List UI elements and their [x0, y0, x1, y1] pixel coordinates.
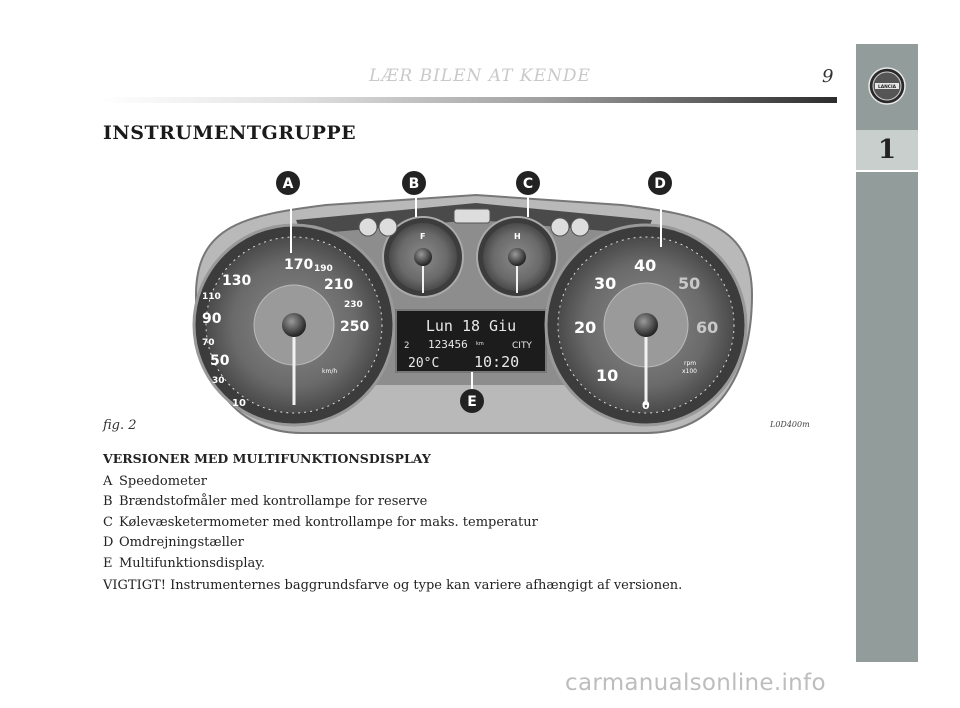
display-time: 10:20	[474, 353, 519, 371]
display-date: Lun 18 Giu	[426, 317, 516, 335]
tachometer-tick: 60	[696, 318, 718, 337]
list-item: A Speedometer	[103, 472, 843, 493]
display-temperature: 20°C	[408, 356, 439, 371]
tachometer-unit: rpm	[684, 360, 696, 367]
important-note: VIGTIGT! Instrumenternes baggrundsfarve …	[103, 578, 683, 593]
lancia-logo: LANCIA	[856, 44, 918, 128]
speedometer-tick: 250	[340, 319, 369, 335]
speedometer-tick: 190	[314, 264, 333, 274]
tachometer-tick: 20	[574, 318, 596, 337]
turn-signal-icon	[453, 208, 491, 224]
speedometer-tick: 130	[222, 273, 251, 289]
svg-text:A: A	[283, 176, 294, 192]
tachometer-tick: 0	[642, 399, 650, 412]
display-odometer: 123456	[428, 338, 468, 351]
callout-c: C	[516, 171, 540, 195]
list-text: Kølevæsketermometer med kontrollampe for…	[119, 514, 538, 530]
list-letter: A	[103, 473, 113, 489]
lancia-logo-icon: LANCIA	[868, 67, 906, 105]
chapter-number: 1	[856, 130, 918, 172]
list-text: Speedometer	[119, 473, 207, 489]
speedometer-tick: 70	[202, 338, 215, 348]
svg-text:D: D	[654, 176, 666, 192]
fuel-gauge-label: F	[420, 232, 425, 241]
list-item: B Brændstofmåler med kontrollampe for re…	[103, 492, 843, 513]
list-item: D Omdrejningstæller	[103, 533, 843, 554]
header-rule	[100, 97, 837, 103]
speedometer-tick: 50	[210, 353, 230, 369]
fuel-gauge: F	[382, 216, 464, 298]
list-text: Brændstofmåler med kontrollampe for rese…	[119, 494, 428, 509]
tachometer-unit: x100	[682, 368, 697, 375]
display-odometer-unit: km	[476, 341, 484, 347]
list-item: C Kølevæsketermometer med kontrollampe f…	[103, 513, 843, 534]
warning-light-icon	[378, 217, 398, 237]
speedometer-dial: 10 30 50 70 90 110 130 170 190 210 230 2…	[192, 223, 396, 427]
svg-text:E: E	[467, 394, 477, 410]
tachometer-tick: 50	[678, 274, 700, 293]
list-letter: E	[103, 555, 113, 571]
list-letter: B	[103, 494, 113, 509]
callout-a: A	[276, 171, 300, 195]
speedometer-tick: 90	[202, 311, 222, 327]
display-mode: CITY	[512, 341, 532, 351]
svg-text:C: C	[523, 176, 533, 192]
list-letter: C	[103, 514, 113, 530]
header-title: LÆR BILEN AT KENDE	[369, 66, 591, 86]
instrument-cluster-figure: 10 30 50 70 90 110 130 170 190 210 230 2…	[176, 165, 772, 437]
logo-text: LANCIA	[878, 84, 897, 90]
display-gear: 2	[404, 341, 409, 351]
speedometer-tick: 230	[344, 300, 363, 310]
speedometer-tick: 30	[212, 376, 225, 386]
warning-light-icon	[358, 217, 378, 237]
page-number: 9	[822, 66, 834, 87]
callout-b: B	[402, 171, 426, 195]
warning-light-icon	[550, 217, 570, 237]
list-text: Multifunktionsdisplay.	[119, 555, 266, 571]
speedometer-unit: km/h	[322, 368, 337, 375]
speedometer-tick: 110	[202, 292, 221, 302]
section-title: INSTRUMENTGRUPPE	[103, 122, 357, 144]
tachometer-tick: 10	[596, 366, 618, 385]
list-letter: D	[103, 535, 114, 550]
figure-code: L0D400m	[770, 420, 810, 429]
temperature-gauge: H	[476, 216, 558, 298]
speedometer-tick: 170	[284, 257, 313, 273]
tachometer-tick: 30	[594, 274, 616, 293]
temp-gauge-label: H	[514, 232, 521, 241]
multifunction-display: Lun 18 Giu 2 123456 km CITY 20°C 10:20	[395, 309, 547, 373]
instrument-cluster-illustration: 10 30 50 70 90 110 130 170 190 210 230 2…	[192, 171, 754, 434]
warning-light-icon	[570, 217, 590, 237]
list-item: E Multifunktionsdisplay.	[103, 554, 843, 575]
watermark: carmanualsonline.info	[565, 670, 826, 696]
callout-e: E	[460, 389, 484, 413]
tachometer-dial: 0 10 20 30 40 50 60 rpm x100	[544, 223, 748, 427]
callout-d: D	[648, 171, 672, 195]
svg-text:B: B	[409, 176, 420, 192]
tachometer-tick: 40	[634, 256, 656, 275]
figure-caption: fig. 2	[103, 418, 137, 433]
subheading: VERSIONER MED MULTIFUNKTIONSDISPLAY	[103, 451, 431, 466]
list-text: Omdrejningstæller	[119, 535, 244, 550]
speedometer-tick: 10	[232, 398, 246, 409]
content-body: VERSIONER MED MULTIFUNKTIONSDISPLAY A Sp…	[103, 449, 843, 597]
speedometer-tick: 210	[324, 277, 353, 293]
